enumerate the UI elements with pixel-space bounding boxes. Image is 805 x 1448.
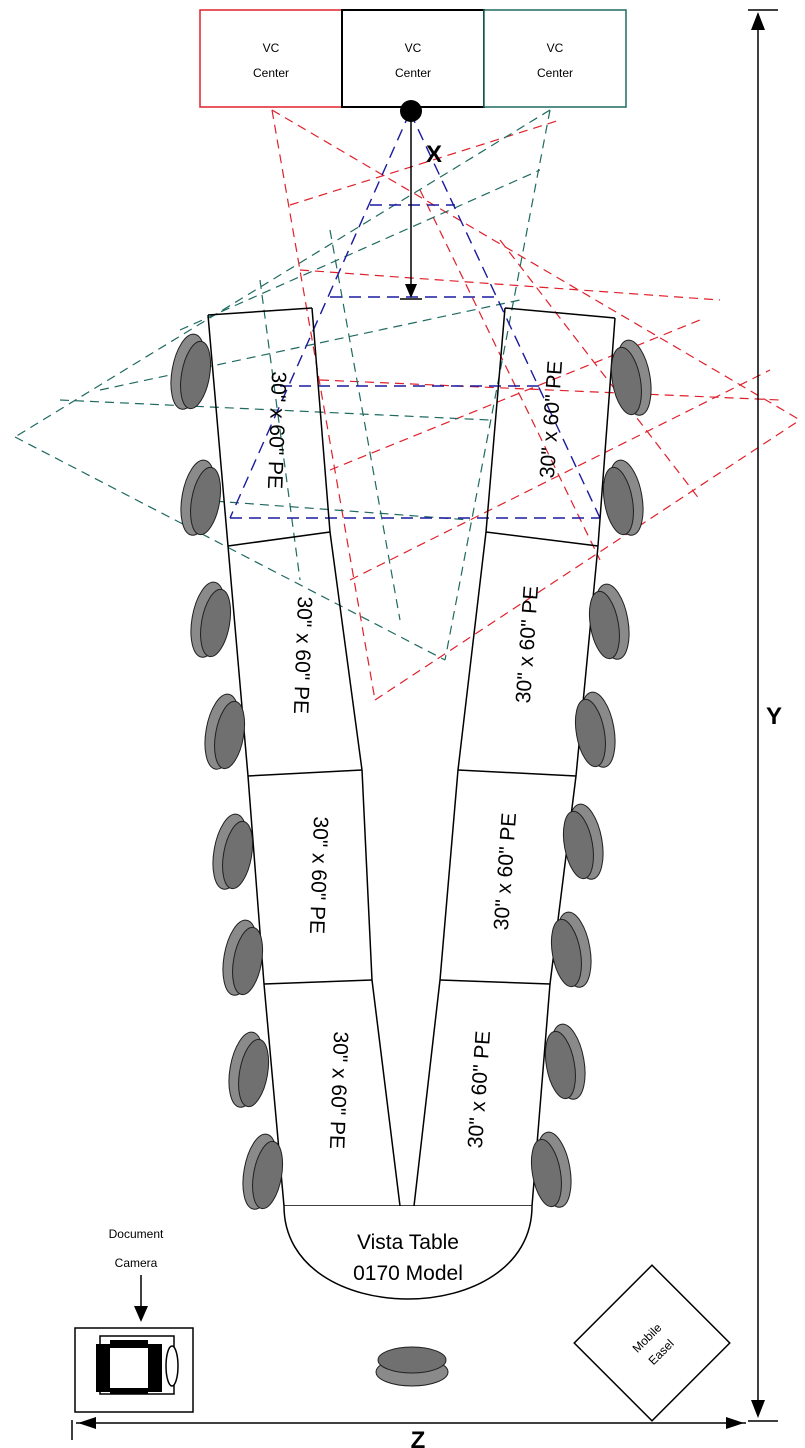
vc-center-middle-line1: VC [405, 41, 422, 55]
chair [180, 459, 222, 536]
mobile-easel: Mobile Easel [573, 1264, 731, 1422]
vc-center-right-line1: VC [547, 41, 564, 55]
z-dimension-arrow: Z [71, 1417, 746, 1448]
vista-table: Vista Table 0170 Model [283, 1205, 533, 1300]
document-camera: Document Camera [74, 1227, 194, 1413]
chairs-left [170, 333, 284, 1210]
chair [190, 581, 232, 658]
blue-view-field [229, 111, 601, 519]
table-labels: 30" x 60" PE 30" x 60" PE 30" x 60" PE 3… [263, 360, 567, 1149]
table-label-left-1: 30" x 60" PE [263, 371, 290, 489]
chair [550, 911, 592, 988]
chair [242, 1133, 284, 1210]
chair [544, 1023, 586, 1100]
chair [170, 333, 212, 410]
table-label-left-2: 30" x 60" PE [289, 596, 316, 714]
table-label-right-3: 30" x 60" PE [490, 812, 521, 931]
chair [222, 919, 264, 996]
green-view-field [14, 109, 551, 661]
chair-bottom [375, 1346, 449, 1387]
vc-center-left-line1: VC [263, 41, 280, 55]
chair [602, 459, 644, 536]
x-dimension-label: X [426, 141, 442, 168]
vc-center-middle-line2: Center [395, 66, 431, 80]
document-camera-line1: Document [109, 1227, 164, 1241]
vista-table-line1: Vista Table [357, 1231, 459, 1254]
chair [562, 803, 604, 880]
table-label-right-2: 30" x 60" PE [512, 585, 543, 704]
chair [204, 693, 246, 770]
chair [212, 813, 254, 890]
y-dimension-label: Y [766, 703, 782, 730]
vc-center-left-line2: Center [253, 66, 289, 80]
vc-center-middle: VC Center [341, 9, 485, 108]
table-label-right-4: 30" x 60" PE [464, 1030, 495, 1149]
chair [610, 339, 652, 416]
table-label-left-4: 30" x 60" PE [325, 1031, 352, 1149]
document-camera-line2: Camera [115, 1256, 158, 1270]
vc-center-left: VC Center [199, 9, 343, 108]
chair [588, 583, 630, 660]
y-dimension-arrow: Y [748, 9, 782, 1422]
chair [530, 1131, 572, 1208]
chairs-right [530, 339, 652, 1208]
chair [228, 1031, 270, 1108]
x-dimension-arrow: X [400, 100, 442, 300]
table-label-left-3: 30" x 60" PE [305, 816, 332, 934]
vc-center-right-line2: Center [537, 66, 573, 80]
table-label-right-1: 30" x 60" PE [536, 360, 567, 479]
red-view-field [271, 109, 801, 701]
vista-table-line2: 0170 Model [353, 1262, 463, 1285]
vc-center-right: VC Center [483, 9, 627, 108]
chair [574, 691, 616, 768]
z-dimension-label: Z [411, 1427, 426, 1448]
